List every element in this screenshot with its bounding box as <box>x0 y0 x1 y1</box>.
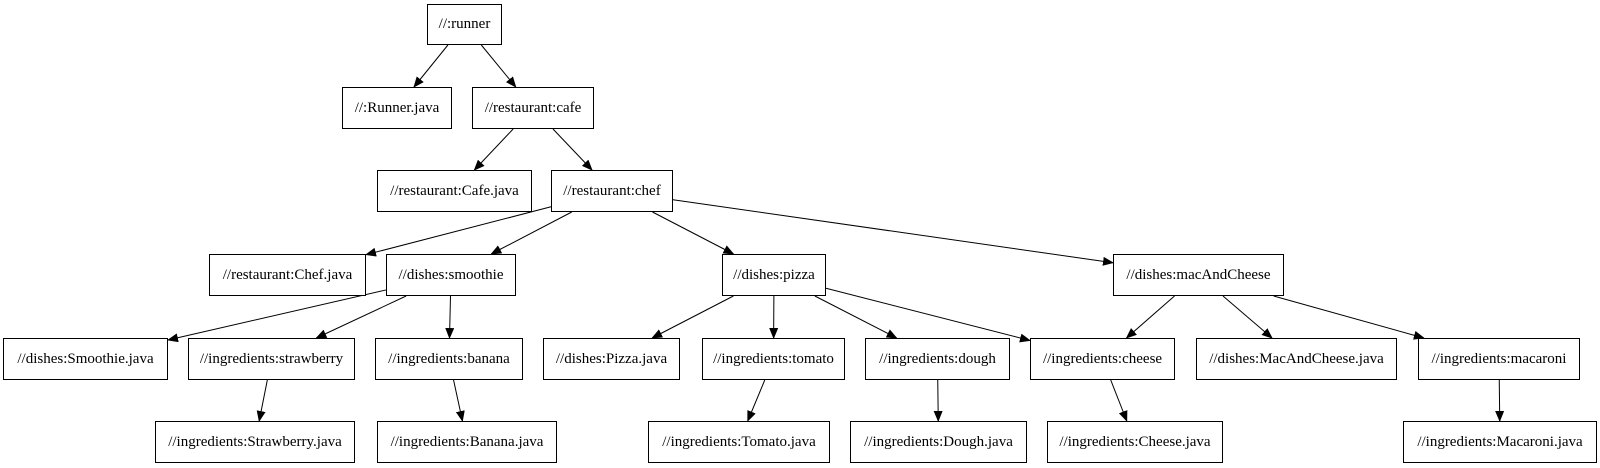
edge-strawberry-to-strawberry_java <box>256 379 268 422</box>
graph-node-macandcheese_java: //dishes:MacAndCheese.java <box>1196 338 1397 380</box>
graph-node-pizza_java: //dishes:Pizza.java <box>543 338 680 380</box>
graph-node-smoothie: //dishes:smoothie <box>386 254 516 296</box>
edge-smoothie-to-banana <box>445 295 455 339</box>
graph-node-banana_java: //ingredients:Banana.java <box>377 421 557 463</box>
graph-node-cheese: //ingredients:cheese <box>1030 338 1175 380</box>
graph-node-dough_java: //ingredients:Dough.java <box>850 421 1027 463</box>
graph-node-chef_java: //restaurant:Chef.java <box>209 254 366 296</box>
graph-node-cheese_java: //ingredients:Cheese.java <box>1047 421 1223 463</box>
edge-macandcheese-to-macaroni <box>1273 295 1425 340</box>
edge-macandcheese-to-macandcheese_java <box>1222 295 1273 339</box>
graph-node-strawberry: //ingredients:strawberry <box>188 338 355 380</box>
edge-pizza-to-dough <box>814 295 898 339</box>
edge-smoothie-to-strawberry <box>315 295 407 339</box>
edge-pizza-to-pizza_java <box>651 295 734 339</box>
edge-cheese-to-cheese_java <box>1110 379 1128 422</box>
graph-node-macandcheese: //dishes:macAndCheese <box>1113 254 1284 296</box>
graph-node-smoothie_java: //dishes:Smoothie.java <box>3 338 168 380</box>
graph-node-dough: //ingredients:dough <box>865 338 1010 380</box>
graph-node-runner: //:runner <box>427 4 502 45</box>
edge-chef-to-pizza <box>652 211 735 255</box>
graph-node-tomato: //ingredients:tomato <box>702 338 845 380</box>
graph-node-runner_java: //:Runner.java <box>342 87 452 129</box>
graph-node-macaroni: //ingredients:macaroni <box>1418 338 1580 380</box>
graph-node-tomato_java: //ingredients:Tomato.java <box>648 421 830 463</box>
graph-node-macaroni_java: //ingredients:Macaroni.java <box>1403 421 1597 463</box>
edge-runner-to-runner_java <box>413 44 449 88</box>
graph-node-cafe: //restaurant:cafe <box>472 87 594 129</box>
graph-node-banana: //ingredients:banana <box>375 338 523 380</box>
edge-pizza-to-cheese <box>825 287 1031 343</box>
edge-tomato-to-tomato_java <box>747 379 766 422</box>
edge-runner-to-cafe <box>480 44 517 88</box>
edge-macandcheese-to-cheese <box>1125 295 1175 339</box>
graph-node-strawberry_java: //ingredients:Strawberry.java <box>155 421 355 463</box>
graph-node-cafe_java: //restaurant:Cafe.java <box>377 170 532 212</box>
edge-banana-to-banana_java <box>453 379 465 422</box>
edge-smoothie-to-smoothie_java <box>167 289 387 343</box>
edge-cafe-to-cafe_java <box>473 128 514 171</box>
graph-node-pizza: //dishes:pizza <box>722 254 826 296</box>
graph-node-chef: //restaurant:chef <box>551 170 673 212</box>
edge-cafe-to-chef <box>552 128 593 171</box>
edge-chef-to-chef_java <box>365 206 552 257</box>
edge-chef-to-smoothie <box>490 211 572 255</box>
